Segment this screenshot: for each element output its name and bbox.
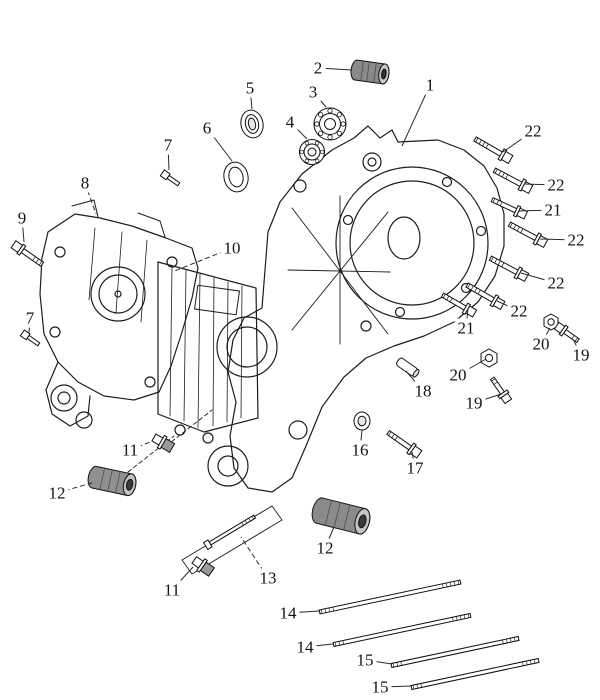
leader-line-15-33: [379, 685, 413, 688]
leader-line-16-23: [359, 429, 363, 451]
leader-line-4-4: [289, 121, 308, 140]
part-left-crankcase-half: [39, 199, 199, 429]
part-dowel-pin-18: [396, 357, 420, 378]
part-bolt-22e: [465, 282, 506, 311]
part-plug-11a: [151, 433, 176, 454]
leader-line-19-22: [473, 393, 502, 404]
leader-line-1-3: [401, 84, 431, 147]
leader-line-19-18: [573, 340, 582, 356]
part-bolt-19b: [489, 376, 513, 405]
part-bolt-9: [10, 240, 45, 268]
part-collar-16: [353, 411, 371, 431]
part-bolt-22d: [488, 255, 530, 283]
part-cap-nut-20b: [480, 348, 498, 368]
part-bolt-7b: [19, 329, 41, 347]
leader-line-3-2: [312, 91, 327, 108]
leader-line-8-8: [84, 182, 97, 215]
leader-line-20-17: [540, 327, 551, 345]
leader-line-12-26: [56, 481, 96, 494]
leader-line-7-6: [167, 144, 170, 171]
part-oil-seal-6: [223, 161, 249, 193]
part-bearing-3: [313, 107, 347, 141]
leader-line-7-19: [28, 317, 31, 334]
leader-line-9-11: [21, 217, 25, 243]
part-plug-11b: [191, 556, 216, 577]
leader-lines: [21, 67, 582, 688]
part-bolt-19a: [553, 321, 580, 344]
part-bushing-12a: [87, 465, 137, 497]
part-bolt-21b: [440, 292, 478, 318]
part-stud-15b: [410, 657, 540, 691]
center-crankcase-body: [157, 261, 259, 444]
part-bolt-22a: [473, 136, 514, 165]
part-bolt-17: [386, 429, 423, 459]
part-bearing-4: [299, 139, 325, 165]
part-cap-nut-20a: [543, 313, 559, 331]
leader-line-14-30: [287, 610, 320, 614]
part-bolt-22b: [492, 167, 534, 195]
leader-line-5-1: [249, 87, 253, 110]
leader-line-2-0: [317, 67, 353, 71]
leader-line-12-27: [324, 526, 335, 549]
part-bushing-12b: [311, 497, 371, 535]
leader-line-15-32: [364, 659, 393, 665]
part-bolt-21a: [490, 196, 529, 220]
leader-line-13-28: [240, 536, 269, 579]
part-bolt-7a: [159, 169, 181, 187]
leader-line-11-29: [171, 566, 194, 591]
part-screw-13: [202, 514, 257, 551]
leader-line-14-31: [304, 643, 334, 648]
part-stud-15a: [390, 635, 520, 669]
part-stud-14b: [332, 612, 472, 648]
part-bushing-2: [350, 59, 390, 85]
leader-line-22-7: [502, 130, 534, 153]
part-right-crankcase-half: [207, 125, 505, 493]
part-oil-seal-5: [240, 109, 264, 139]
leader-line-11-25: [129, 441, 151, 451]
leader-line-6-5: [206, 127, 233, 162]
part-bolt-22c: [507, 221, 549, 249]
leader-line-20-20: [457, 358, 487, 376]
part-stud-14a: [318, 579, 462, 615]
